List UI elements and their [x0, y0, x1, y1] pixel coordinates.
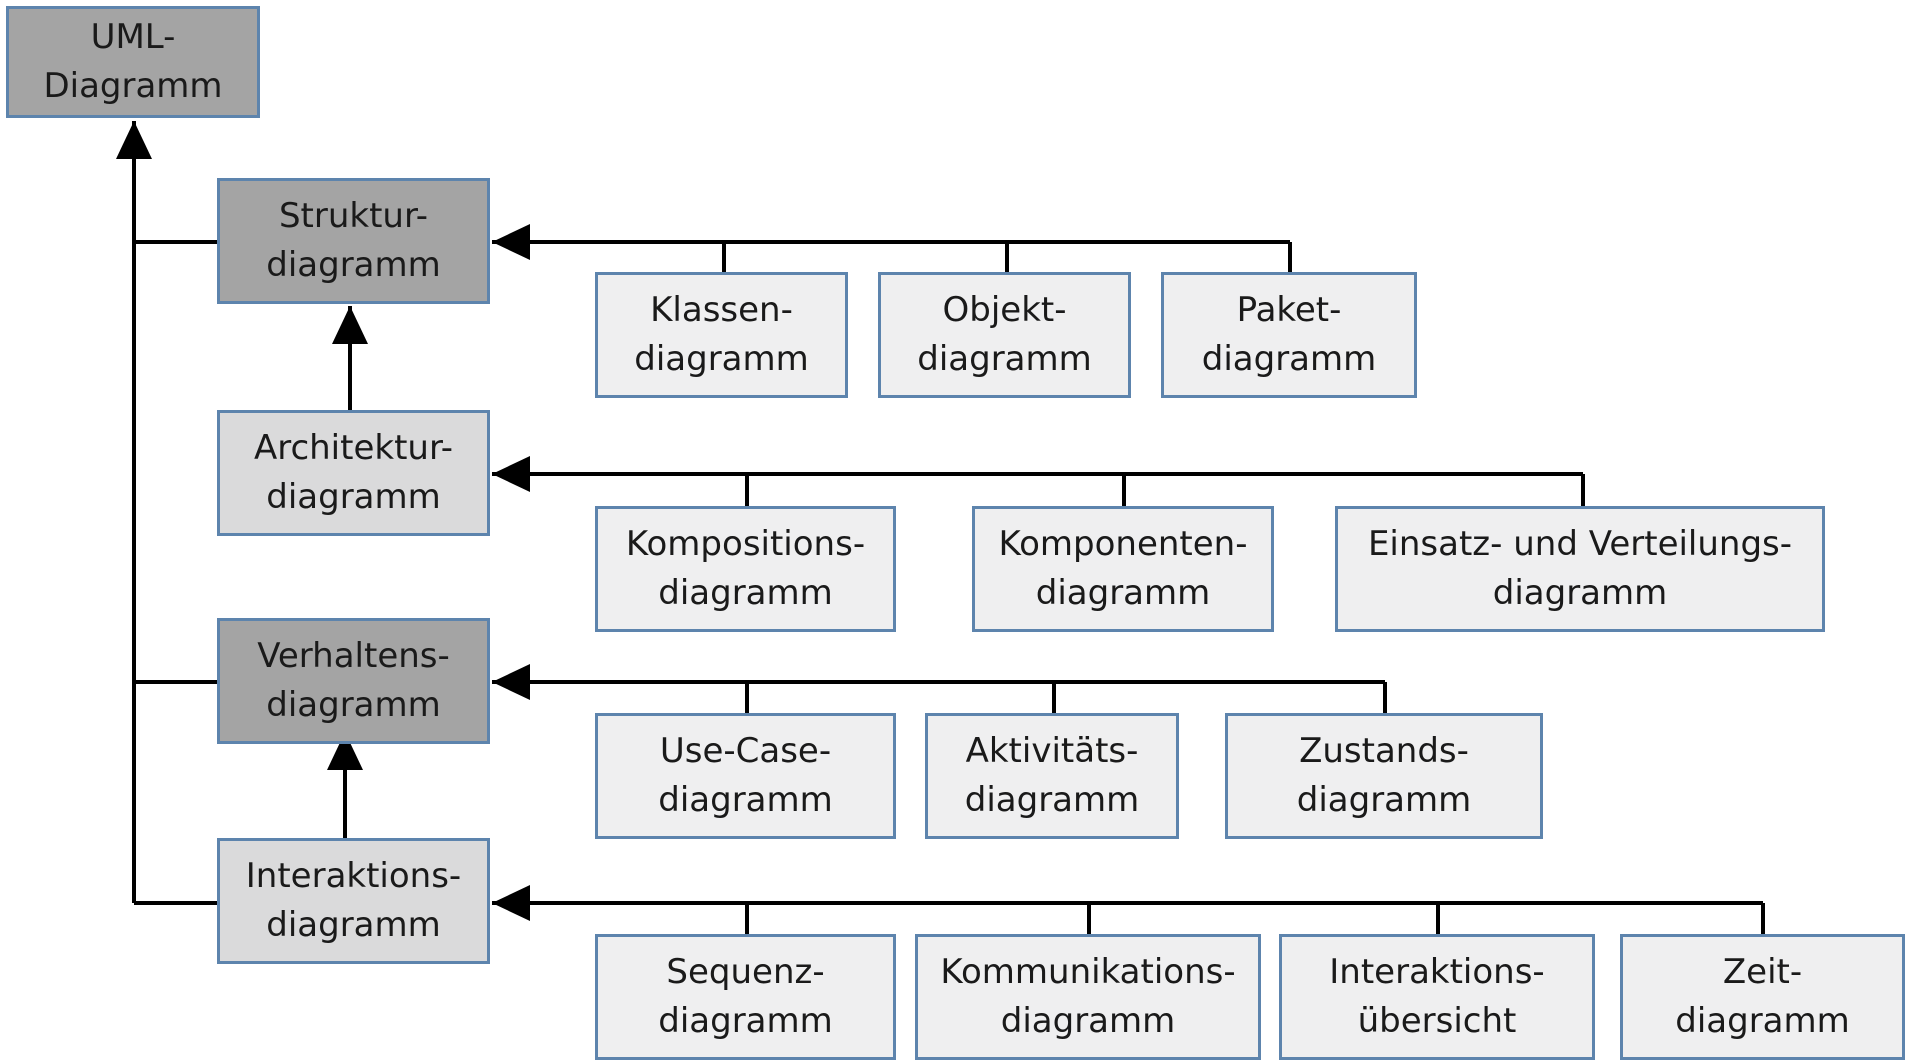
box-label-line1: Sequenz- — [666, 952, 825, 992]
box-label-line2: diagramm — [1296, 780, 1472, 820]
box-label-line1: Interaktions- — [1329, 952, 1545, 992]
box-label-line1: Architektur- — [253, 428, 454, 468]
box-kompositionsdiagramm: Kompositions- diagramm — [595, 506, 896, 632]
box-label-line1: Zeit- — [1722, 952, 1803, 992]
box-interaktionsuebersicht: Interaktions- übersicht — [1279, 934, 1595, 1060]
box-label-line1: Aktivitäts- — [965, 731, 1139, 771]
box-label-line1: Use-Case- — [659, 731, 832, 771]
box-label-line1: Zustands- — [1299, 731, 1469, 771]
box-verhaltensdiagramm: Verhaltens- diagramm — [217, 618, 490, 744]
box-label-line2: diagramm — [658, 1001, 833, 1041]
box-use-case-diagramm: Use-Case- diagramm — [595, 713, 896, 839]
box-label-line2: diagramm — [917, 339, 1092, 379]
box-label-line1: Paket- — [1236, 290, 1342, 330]
box-label-line2: diagramm — [964, 780, 1140, 820]
box-klassendiagramm: Klassen- diagramm — [595, 272, 848, 398]
box-label-line2: diagramm — [266, 477, 441, 517]
box-label-line2: diagramm — [1201, 339, 1377, 379]
box-label-line1: Verhaltens- — [257, 636, 450, 676]
box-uml-diagramm: UML- Diagramm — [6, 6, 260, 118]
box-label-line2: diagramm — [634, 339, 809, 379]
box-einsatz-und-verteilungsdiagramm: Einsatz- und Verteilungs- diagramm — [1335, 506, 1825, 632]
box-label-line2: übersicht — [1357, 1001, 1517, 1041]
box-label-line1: Kommunikations- — [940, 952, 1236, 992]
box-strukturdiagramm: Struktur- diagramm — [217, 178, 490, 304]
box-label-line2: diagramm — [1492, 573, 1668, 613]
box-label-line1: Interaktions- — [245, 856, 462, 896]
box-architekturdiagramm: Architektur- diagramm — [217, 410, 490, 536]
box-label-line1: Klassen- — [650, 290, 793, 330]
box-label-line1: Einsatz- und Verteilungs- — [1367, 524, 1793, 564]
box-label-line1: UML- — [90, 17, 176, 57]
box-kommunikationsdiagramm: Kommunikations- diagramm — [915, 934, 1261, 1060]
box-zustandsdiagramm: Zustands- diagramm — [1225, 713, 1543, 839]
box-label-line1: Struktur- — [278, 196, 429, 236]
box-label-line2: diagramm — [658, 573, 833, 613]
box-label-line2: diagramm — [266, 245, 441, 285]
box-label-line1: Kompositions- — [625, 524, 866, 564]
box-label-line2: diagramm — [1035, 573, 1211, 613]
box-aktivitaetsdiagramm: Aktivitäts- diagramm — [925, 713, 1179, 839]
box-zeitdiagramm: Zeit- diagramm — [1620, 934, 1905, 1060]
box-label-line2: diagramm — [1000, 1001, 1176, 1041]
box-label-line2: diagramm — [266, 905, 441, 945]
box-label-line2: diagramm — [266, 685, 441, 725]
box-label-line1: Objekt- — [942, 290, 1067, 330]
box-label-line2: diagramm — [658, 780, 833, 820]
box-paketdiagramm: Paket- diagramm — [1161, 272, 1417, 398]
box-label-line2: diagramm — [1675, 1001, 1850, 1041]
box-interaktionsdiagramm: Interaktions- diagramm — [217, 838, 490, 964]
box-objektdiagramm: Objekt- diagramm — [878, 272, 1131, 398]
box-sequenzdiagramm: Sequenz- diagramm — [595, 934, 896, 1060]
box-label-line1: Komponenten- — [998, 524, 1248, 564]
box-label-line2: Diagramm — [43, 66, 223, 106]
box-komponentendiagramm: Komponenten- diagramm — [972, 506, 1274, 632]
